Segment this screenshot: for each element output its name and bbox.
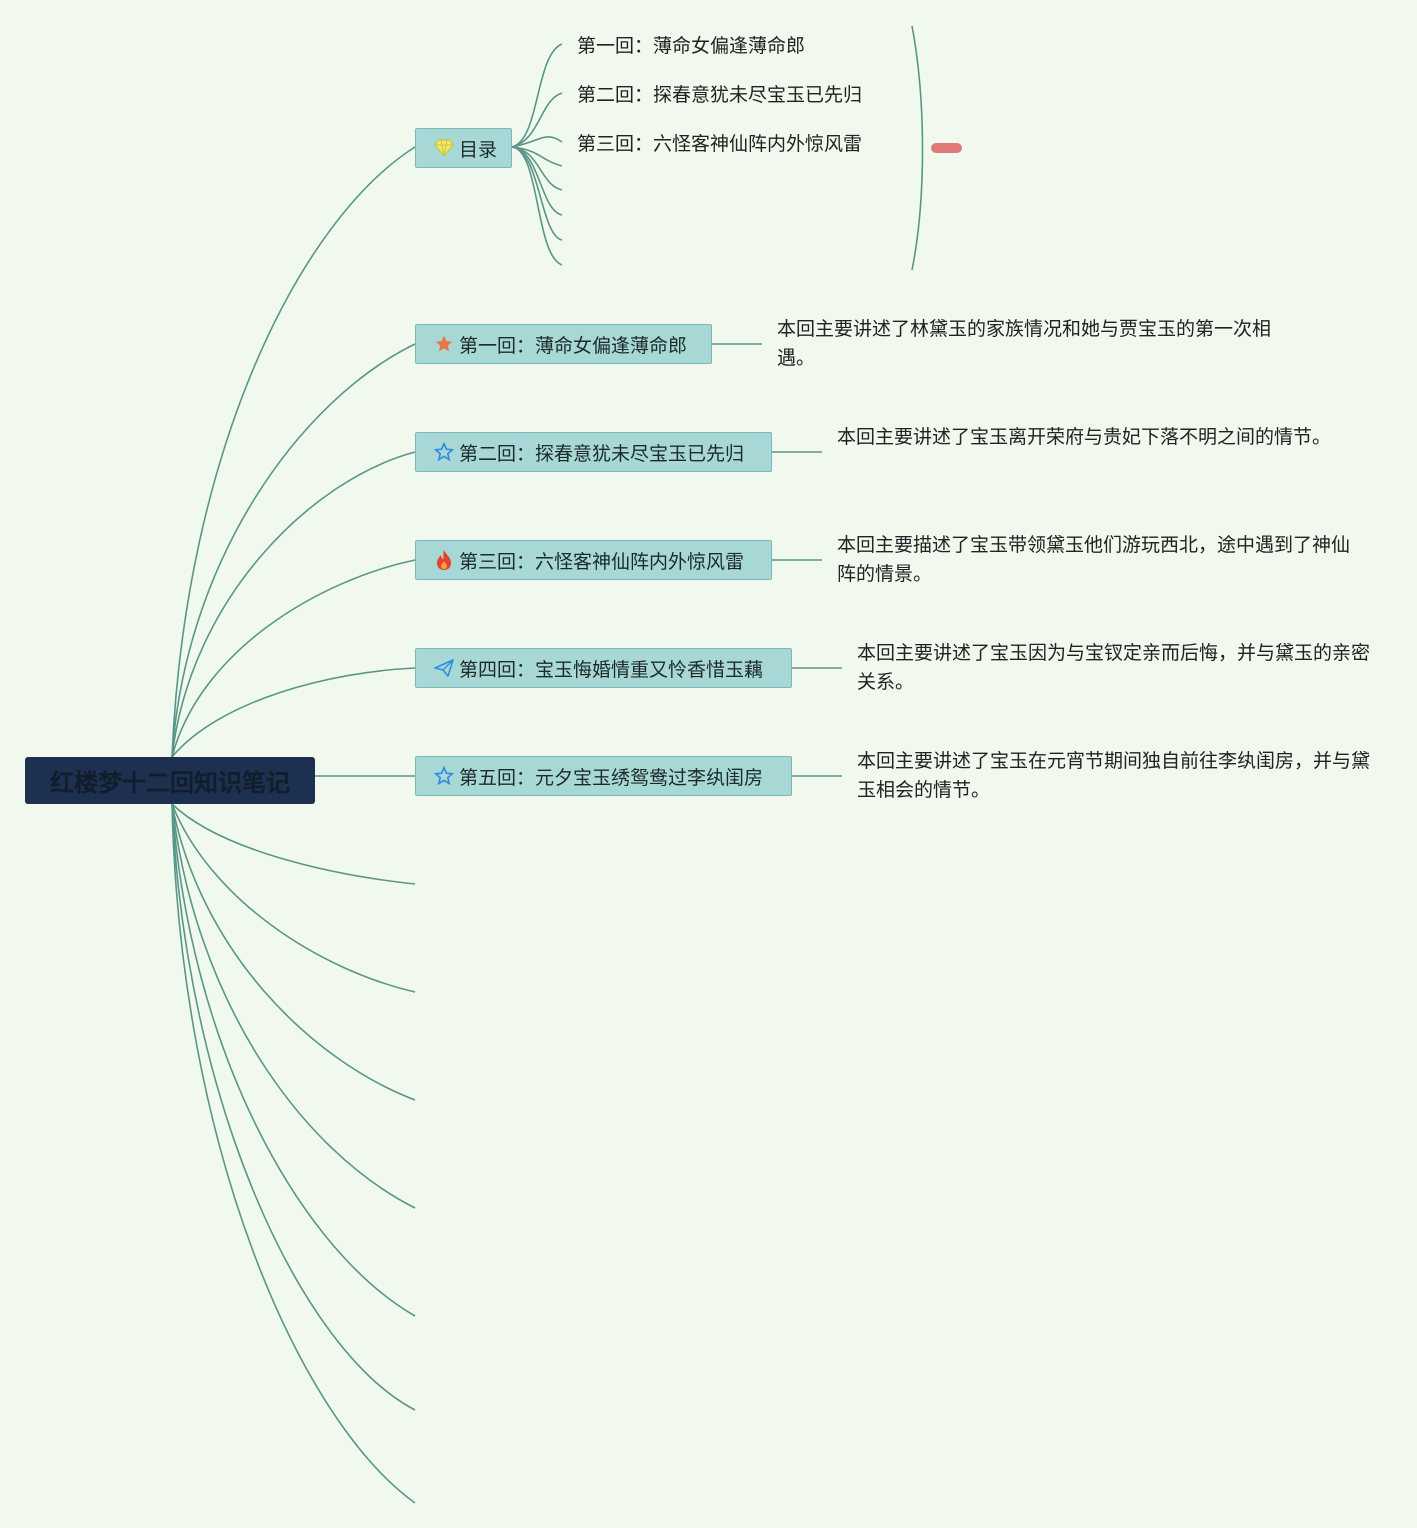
root-title: 红楼梦十二回知识笔记 — [50, 769, 290, 797]
branch-line-toc — [171, 146, 416, 758]
toc-item[interactable]: 第三回：六怪客神仙阵内外惊风雷 — [577, 133, 863, 155]
toc-item[interactable]: 第一回：薄命女偏逢薄命郎 — [577, 35, 806, 57]
chapter-label: 第四回：宝玉悔婚情重又怜香惜玉藕 — [459, 658, 764, 681]
branch-line-empty-2 — [171, 803, 416, 993]
toc-item[interactable]: 第二回：探春意犹未尽宝玉已先归 — [577, 84, 863, 106]
branch-line-ch2 — [171, 451, 416, 758]
branch-line-empty-5 — [171, 803, 416, 1317]
diamond-icon — [432, 137, 456, 159]
chapter-node-1[interactable]: 第一回：薄命女偏逢薄命郎 — [415, 324, 712, 364]
chapter-node-4[interactable]: 第四回：宝玉悔婚情重又怜香惜玉藕 — [415, 648, 792, 688]
toc-label: 目录 — [458, 138, 497, 161]
fire-icon — [432, 549, 456, 571]
paper-plane-icon — [432, 657, 456, 679]
chapter-summary-5: 本回主要讲述了宝玉在元宵节期间独自前往李纨闺房，并与黛玉相会的情节。 — [857, 750, 1371, 801]
star-filled-icon — [432, 333, 456, 355]
branch-line-empty-4 — [171, 803, 416, 1209]
chapter-label: 第三回：六怪客神仙阵内外惊风雷 — [459, 550, 745, 573]
chapter-node-5[interactable]: 第五回：元夕宝玉绣鸳鸯过李纨闺房 — [415, 756, 792, 796]
branch-line-empty-7 — [171, 803, 416, 1504]
root-topic[interactable]: 红楼梦十二回知识笔记 — [25, 757, 315, 804]
chapter-summary-2: 本回主要讲述了宝玉离开荣府与贵妃下落不明之间的情节。 — [837, 426, 1332, 448]
chapter-summary-3: 本回主要描述了宝玉带领黛玉他们游玩西北，途中遇到了神仙阵的情景。 — [837, 534, 1351, 585]
branch-line-ch3 — [171, 559, 416, 758]
chapter-label: 第五回：元夕宝玉绣鸳鸯过李纨闺房 — [459, 766, 764, 789]
chapter-summary-1: 本回主要讲述了林黛玉的家族情况和她与贾宝玉的第一次相遇。 — [777, 318, 1272, 369]
collapse-toggle[interactable] — [931, 143, 962, 153]
star-outline-icon — [432, 765, 456, 787]
summary-bracket — [911, 25, 924, 271]
branch-line-empty-3 — [171, 803, 416, 1101]
branch-line-empty-1 — [171, 803, 416, 885]
branch-line-empty-6 — [171, 803, 416, 1411]
star-outline-icon — [432, 441, 456, 463]
chapter-node-3[interactable]: 第三回：六怪客神仙阵内外惊风雷 — [415, 540, 772, 580]
chapter-node-2[interactable]: 第二回：探春意犹未尽宝玉已先归 — [415, 432, 772, 472]
chapter-label: 第一回：薄命女偏逢薄命郎 — [459, 334, 688, 357]
toc-node[interactable]: 目录 — [415, 128, 512, 168]
chapter-summary-4: 本回主要讲述了宝玉因为与宝钗定亲而后悔，并与黛玉的亲密关系。 — [857, 642, 1371, 693]
branch-line-ch4 — [171, 667, 416, 758]
branch-line-ch1 — [171, 343, 416, 758]
chapter-label: 第二回：探春意犹未尽宝玉已先归 — [459, 442, 745, 465]
